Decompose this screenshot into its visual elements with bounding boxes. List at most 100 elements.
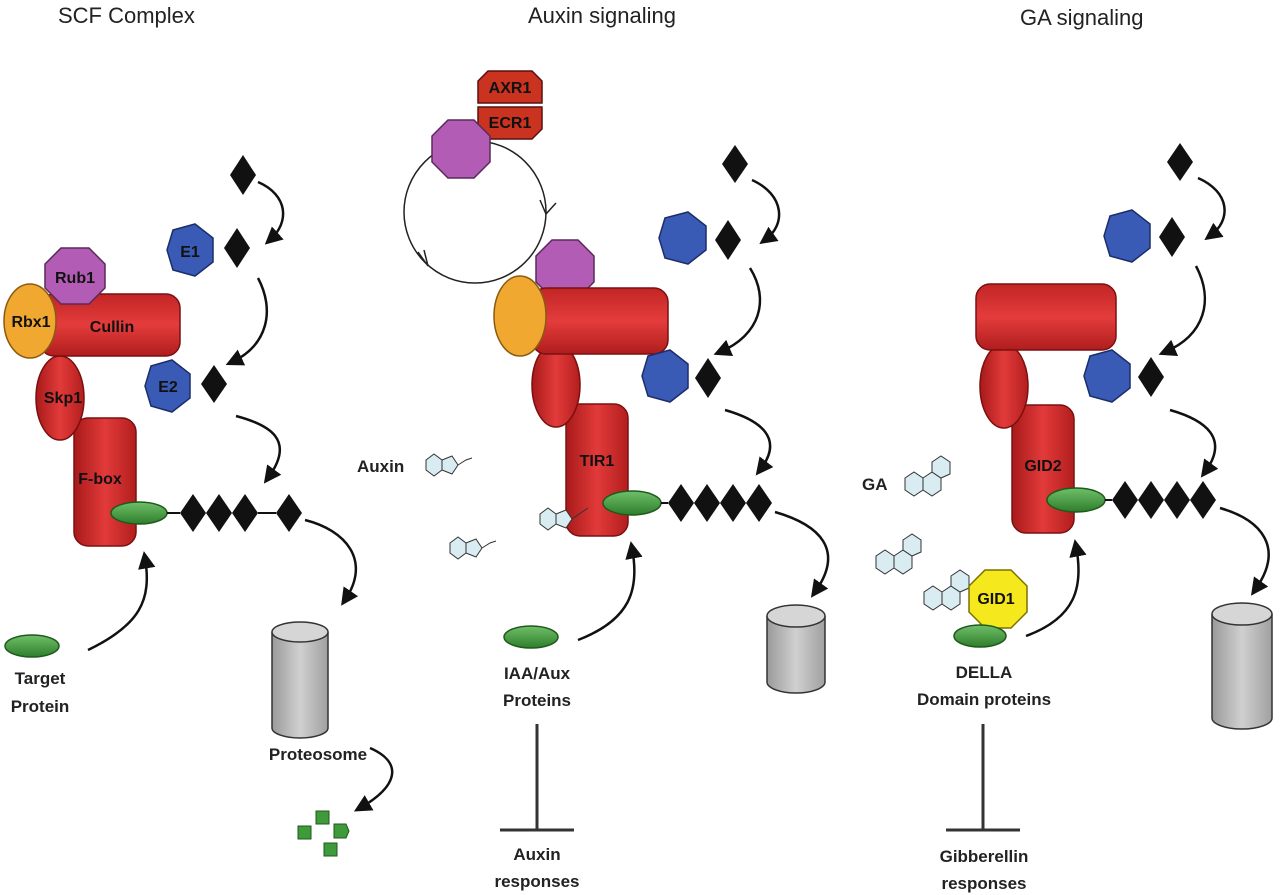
skp1-label: Skp1 <box>44 390 82 407</box>
target-protein-label: Protein <box>11 697 70 716</box>
target-protein <box>4 634 60 658</box>
rbx1-shape <box>3 283 57 359</box>
rbx1-shape <box>493 275 547 357</box>
ubiquitin-icon <box>206 494 232 532</box>
binding-arrow <box>87 551 156 652</box>
ubiquitin-icon <box>1112 481 1138 519</box>
auxin-signaling-panel: AXR1 ECR1 TIR1 Auxin <box>357 70 830 891</box>
ubiquitin-icon <box>1138 357 1164 397</box>
ubiquitin-icon <box>1138 481 1164 519</box>
skp1-shape <box>531 342 581 428</box>
ubiquitin-icon <box>746 484 772 522</box>
proteosome-shape <box>1211 614 1273 730</box>
ubiquitin-icon <box>694 484 720 522</box>
della-protein <box>953 624 1007 648</box>
della-label: Domain proteins <box>917 690 1051 709</box>
cullin-shape <box>531 287 669 355</box>
panel-title-ga: GA signaling <box>1020 5 1144 30</box>
auxin-molecule-icon <box>539 507 589 531</box>
transfer-arrow <box>257 180 285 245</box>
proteosome-label: Proteosome <box>269 745 367 764</box>
fbox-label: F-box <box>78 471 122 488</box>
axr1-shape <box>477 70 543 104</box>
transfer-arrow <box>1158 265 1206 356</box>
scf-complex-panel: Rub1 Rbx1 Cullin Skp1 F-box E1 E2 Target… <box>3 155 394 857</box>
panel-title-auxin: Auxin signaling <box>528 3 676 28</box>
ga-molecule-icon <box>875 533 922 575</box>
e1-shape <box>166 223 214 277</box>
tir1-label: TIR1 <box>580 453 615 470</box>
e2-shape <box>641 349 689 403</box>
ga-label: GA <box>862 475 888 494</box>
rbx1-label: Rbx1 <box>11 314 50 331</box>
transfer-arrow <box>724 408 774 476</box>
ubiquitin-icon <box>1164 481 1190 519</box>
e2-label: E2 <box>158 379 178 396</box>
e1-shape <box>658 211 707 265</box>
skp1-shape <box>979 343 1029 429</box>
ubiquitin-icon <box>720 484 746 522</box>
ubiquitin-icon <box>668 484 694 522</box>
rub1-shape <box>431 119 491 179</box>
auxin-responses-label: Auxin <box>513 845 560 864</box>
ubiquitin-icon <box>1167 143 1193 181</box>
ubiquitin-icon <box>1190 481 1216 519</box>
transfer-arrow <box>751 178 781 245</box>
gibberellin-responses-label: Gibberellin <box>940 847 1029 866</box>
rub1-shape <box>44 247 106 305</box>
transfer-arrow <box>225 277 269 366</box>
target-protein-bound <box>110 501 168 525</box>
cullin-shape <box>975 283 1117 351</box>
rub1-label: Rub1 <box>55 270 95 287</box>
transfer-arrow <box>1169 408 1219 478</box>
gid1-shape <box>968 569 1028 629</box>
degradation-arrow <box>304 518 359 606</box>
proteosome-top <box>1211 602 1273 626</box>
degradation-arrow <box>1219 506 1270 596</box>
peptide-fragment <box>297 825 312 840</box>
auxin-label: Auxin <box>357 457 404 476</box>
gid2-label: GID2 <box>1024 458 1061 475</box>
ubiquitin-icon <box>180 494 206 532</box>
ubiquitin-icon <box>201 365 227 403</box>
ubiquitin-icon <box>276 494 302 532</box>
binding-arrow <box>577 541 643 642</box>
iaa-protein-label: IAA/Aux <box>504 664 571 683</box>
ubiquitin-icon <box>224 228 250 268</box>
cycle-arrowhead <box>417 249 429 267</box>
proteosome-top <box>766 604 826 628</box>
auxin-molecule-icon <box>449 536 497 560</box>
ubiquitin-icon <box>715 220 741 260</box>
degradation-arrow <box>353 746 394 812</box>
auxin-molecule-icon <box>425 453 473 477</box>
cycle-arrowhead <box>539 199 557 216</box>
axr1-label: AXR1 <box>489 80 532 97</box>
ga-signaling-panel: GID2 GA <box>862 143 1273 893</box>
cullin-label: Cullin <box>90 319 134 336</box>
transfer-arrow <box>235 414 282 484</box>
e2-shape <box>144 359 191 413</box>
proteosome-top <box>271 621 329 643</box>
transfer-arrow <box>1197 176 1226 241</box>
proteosome-shape <box>766 616 826 694</box>
e1-label: E1 <box>180 244 200 261</box>
ubiquitin-icon <box>1159 217 1185 257</box>
auxin-responses-label: responses <box>494 872 579 891</box>
gibberellin-responses-label: responses <box>941 874 1026 893</box>
della-protein-bound <box>1046 487 1106 513</box>
gid1-label: GID1 <box>977 591 1014 608</box>
ubiquitin-icon <box>232 494 258 532</box>
iaa-protein-label: Proteins <box>503 691 571 710</box>
della-label: DELLA <box>956 663 1013 682</box>
peptide-fragment <box>333 823 350 839</box>
ecr1-label: ECR1 <box>489 115 532 132</box>
ubiquitin-icon <box>722 145 748 183</box>
e2-shape <box>1083 349 1131 403</box>
degradation-arrow <box>774 510 830 598</box>
ga-molecule-icon <box>923 569 970 611</box>
ga-molecule-icon <box>904 455 951 497</box>
proteosome-shape <box>271 632 329 739</box>
iaa-protein-bound <box>602 490 662 516</box>
binding-arrow <box>1025 539 1087 638</box>
